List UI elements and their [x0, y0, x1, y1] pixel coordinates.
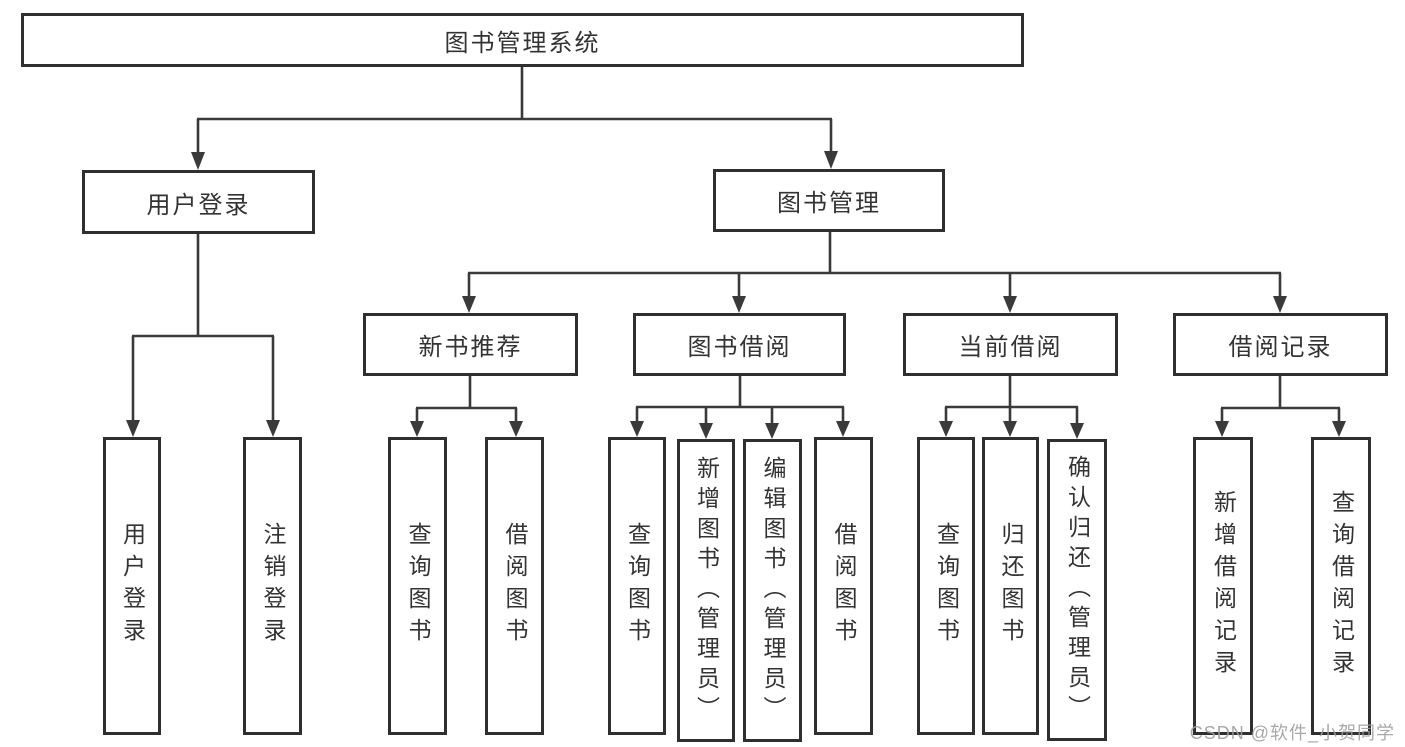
- leaf-label: 确认归还（管理员）: [1064, 455, 1091, 725]
- leaf-borrow-books: 借阅图书: [485, 437, 544, 735]
- leaf-query-books: 查询图书: [388, 437, 447, 735]
- leaf-label: 借阅图书: [502, 522, 528, 650]
- leaf-borrow-books: 借阅图书: [814, 437, 873, 735]
- node-label: 借阅记录: [1228, 334, 1333, 361]
- node-current-borrowing: 当前借阅: [903, 313, 1118, 376]
- node-label: 用户登录: [146, 191, 251, 219]
- node-user-login: 用户登录: [82, 170, 315, 234]
- leaf-confirm-return-admin: 确认归还（管理员）: [1047, 439, 1107, 741]
- node-new-book-recommend: 新书推荐: [363, 313, 578, 376]
- leaf-label: 编辑图书（管理员）: [760, 455, 786, 726]
- node-book-borrowing: 图书借阅: [633, 313, 846, 376]
- node-label: 当前借阅: [958, 334, 1063, 361]
- leaf-return-books: 归还图书: [982, 437, 1039, 735]
- node-label: 图书管理: [777, 190, 881, 217]
- leaf-label: 新增图书（管理员）: [693, 455, 720, 726]
- leaf-edit-books-admin: 编辑图书（管理员）: [743, 439, 802, 742]
- leaf-label: 查询图书: [933, 522, 960, 650]
- node-book-management: 图书管理: [713, 169, 945, 232]
- csdn-watermark: CSDN @软件_小贺同学: [1189, 723, 1395, 743]
- node-library-system: 图书管理系统: [21, 13, 1024, 67]
- leaf-user-login: 用户登录: [103, 437, 161, 735]
- leaf-add-borrow-record: 新增借阅记录: [1193, 437, 1253, 735]
- leaf-add-books-admin: 新增图书（管理员）: [677, 439, 735, 742]
- node-label: 图书借阅: [687, 334, 792, 361]
- leaf-label: 查询借阅记录: [1328, 490, 1355, 682]
- leaf-label: 查询图书: [405, 522, 431, 650]
- leaf-label: 借阅图书: [831, 522, 857, 650]
- node-label: 新书推荐: [418, 334, 523, 361]
- leaf-query-books: 查询图书: [917, 437, 975, 735]
- leaf-label: 归还图书: [998, 522, 1024, 650]
- leaf-query-books: 查询图书: [608, 437, 666, 735]
- leaf-label: 注销登录: [260, 522, 286, 650]
- node-borrowing-records: 借阅记录: [1173, 313, 1388, 376]
- leaf-logout: 注销登录: [243, 437, 302, 735]
- leaf-label: 查询图书: [624, 522, 651, 650]
- leaf-label: 新增借阅记录: [1210, 490, 1237, 682]
- leaf-label: 用户登录: [119, 522, 146, 650]
- node-label: 图书管理系统: [444, 29, 601, 57]
- leaf-query-borrow-record: 查询借阅记录: [1311, 437, 1371, 735]
